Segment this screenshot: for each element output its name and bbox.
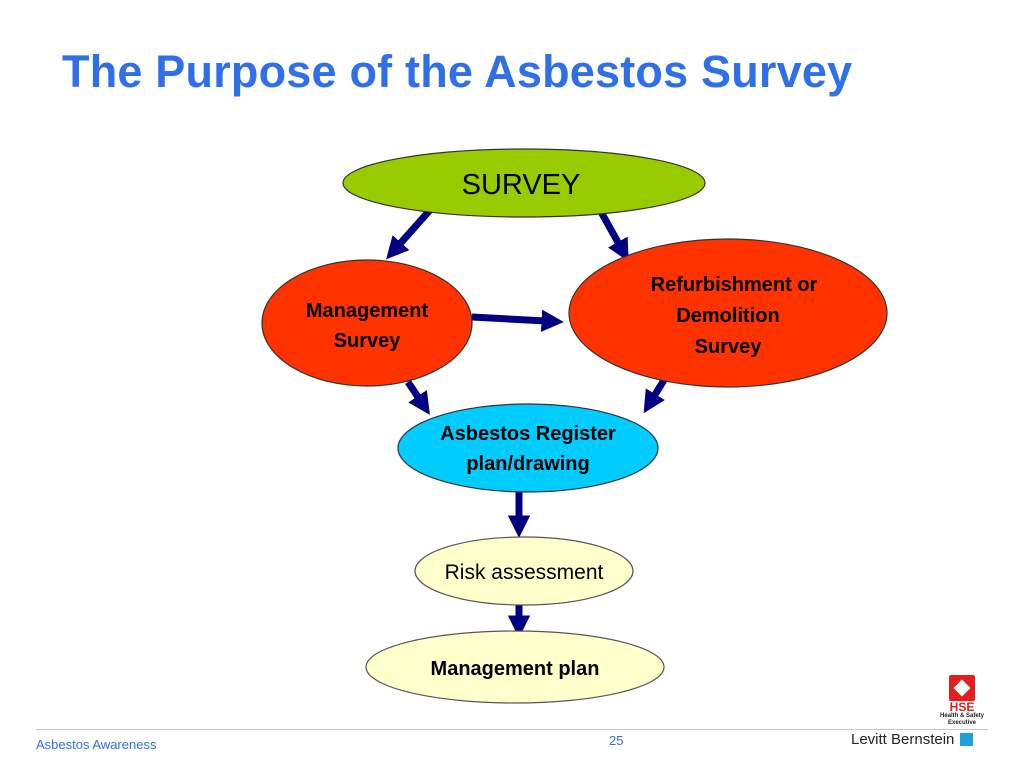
node-management-survey-line1: Management (306, 300, 429, 322)
node-refurbishment-line3: Survey (695, 336, 763, 358)
footer-course-title: Asbestos Awareness (36, 737, 157, 752)
node-asbestos-register: Asbestos Register plan/drawing (397, 403, 659, 493)
node-risk-assessment: Risk assessment (414, 536, 634, 606)
hse-logo-name: HSE (949, 700, 975, 714)
node-survey-label: SURVEY (462, 169, 581, 201)
arrows (386, 207, 667, 638)
hse-logo-icon (949, 675, 975, 701)
brand-square-icon (960, 733, 974, 746)
page-number: 25 (609, 733, 624, 748)
brand-name: Levitt Bernstein (851, 731, 955, 748)
node-management-plan: Management plan (365, 630, 665, 704)
arrow-management-to-register (405, 380, 430, 415)
arrow-refurbishment-to-register (643, 378, 667, 414)
page-title: The Purpose of the Asbestos Survey (62, 46, 853, 97)
node-refurbishment-line1: Refurbishment or (651, 274, 818, 296)
node-plan-label: Management plan (431, 658, 600, 680)
node-survey: SURVEY (342, 148, 706, 218)
footer-brand: Levitt Bernstein (851, 731, 974, 748)
footer-divider (36, 729, 988, 730)
node-management-survey: Management Survey (261, 259, 473, 387)
hse-logo-subtitle-2: Executive (947, 720, 977, 726)
arrow-management-to-refurbishment (471, 309, 564, 332)
node-refurbishment-line2: Demolition (676, 305, 779, 327)
hse-logo-subtitle-1: Health & Safety (939, 713, 984, 719)
arrow-survey-to-refurbishment (596, 208, 629, 262)
hse-logo: HSE Health & Safety Executive (938, 675, 986, 727)
node-risk-label: Risk assessment (445, 561, 604, 584)
node-register-line2: plan/drawing (466, 453, 589, 475)
node-management-survey-line2: Survey (334, 330, 402, 352)
node-refurbishment-survey: Refurbishment or Demolition Survey (568, 238, 888, 388)
node-register-line1: Asbestos Register (440, 423, 616, 445)
arrow-survey-to-management (386, 207, 433, 260)
